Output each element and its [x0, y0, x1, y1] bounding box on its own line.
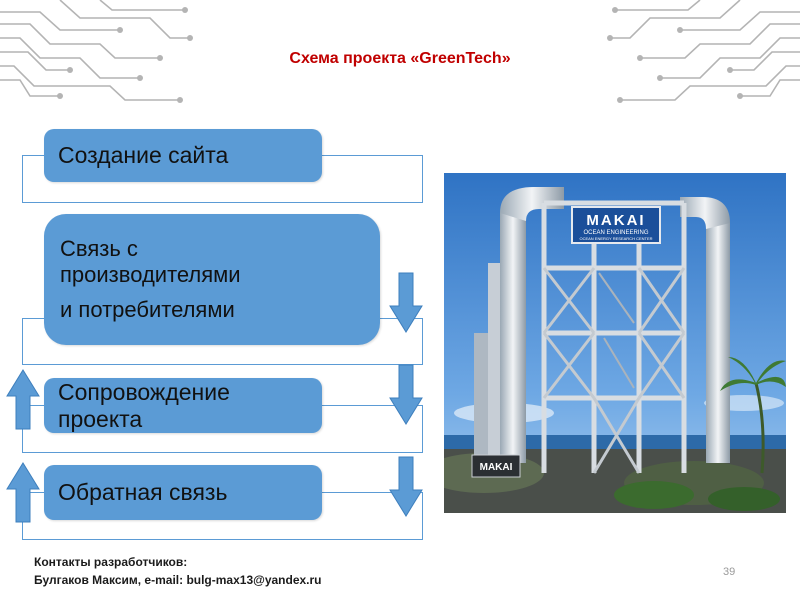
slide-title: Схема проекта «GreenTech» [289, 50, 511, 67]
step-label: и потребителями [60, 297, 235, 322]
footer-line: Контакты разработчиков: [34, 555, 188, 569]
arrow-down-icon [389, 364, 423, 425]
arrow-down-icon [389, 456, 423, 517]
step-label: Связь с [60, 236, 138, 261]
step-feedback: Обратная связь [44, 465, 322, 520]
step-label: Сопровождение [58, 378, 230, 405]
arrow-down-icon [389, 272, 423, 333]
arrow-up-icon [6, 369, 40, 430]
page-number: 39 [723, 566, 736, 578]
step-create-site: Создание сайта [44, 129, 322, 182]
facility-photo: MAKAI OCEAN ENGINEERING OCEAN ENERGY RES… [444, 173, 786, 513]
step-label: Создание сайта [58, 142, 229, 168]
footer-line: Булгаков Максим, e-mail: bulg-max13@yand… [34, 573, 322, 587]
footer-contacts: Контакты разработчиков: Булгаков Максим,… [34, 553, 322, 589]
step-producers-consumers: Связь с производителями и потребителями [44, 214, 380, 345]
step-label: проекта [58, 405, 143, 432]
sign-sub1: OCEAN ENGINEERING [583, 230, 648, 236]
step-label: Обратная связь [58, 479, 228, 505]
circuit-decoration-icon [0, 0, 193, 103]
sign-ground: MAKAI [480, 462, 513, 473]
sign-main: MAKAI [586, 212, 645, 229]
circuit-decoration-icon [607, 0, 800, 103]
step-project-support: Сопровождение проекта [44, 378, 322, 433]
step-label: производителями [60, 262, 241, 287]
arrow-up-icon [6, 462, 40, 523]
sign-sub2: OCEAN ENERGY RESEARCH CENTER [579, 236, 652, 241]
